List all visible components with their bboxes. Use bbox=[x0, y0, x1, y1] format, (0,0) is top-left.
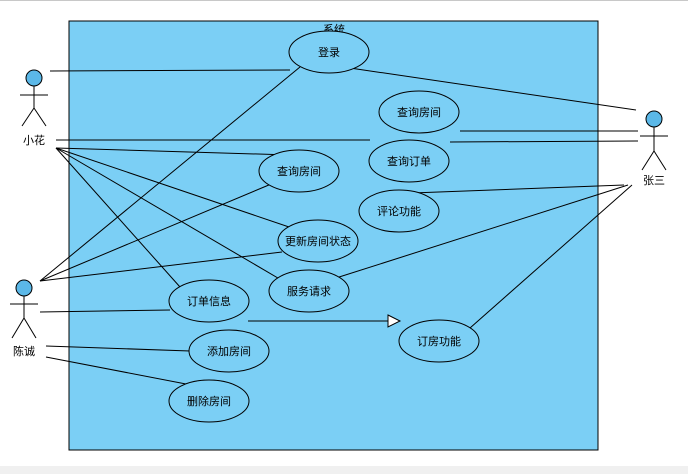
assoc-xiaohua-service bbox=[55, 147, 284, 282]
associations bbox=[39, 66, 639, 385]
use-case-label: 订房功能 bbox=[417, 334, 461, 348]
assoc-chencheng-login bbox=[39, 66, 301, 282]
use-case-query-room-2[interactable]: 查询房间 bbox=[258, 149, 340, 193]
assoc-chencheng-order-info bbox=[39, 309, 171, 313]
use-case-label: 查询房间 bbox=[397, 105, 441, 119]
actor-chencheng[interactable] bbox=[10, 279, 38, 339]
use-case-label: 登录 bbox=[318, 45, 340, 59]
use-case-book-room[interactable]: 订房功能 bbox=[398, 319, 480, 363]
actor-head-icon bbox=[15, 279, 33, 297]
use-case-login[interactable]: 登录 bbox=[288, 30, 370, 74]
use-case-label: 查询房间 bbox=[277, 164, 321, 178]
assoc-chencheng-update-status bbox=[39, 251, 283, 282]
actor-name-zhangsan: 张三 bbox=[643, 174, 665, 187]
use-case-label: 添加房间 bbox=[207, 344, 251, 358]
use-case-update-room-status[interactable]: 更新房间状态 bbox=[277, 219, 359, 263]
use-case-label: 删除房间 bbox=[187, 394, 231, 408]
actor-zhangsan[interactable] bbox=[640, 110, 668, 171]
assoc-zhangsan-service bbox=[335, 184, 629, 279]
use-case-label: 服务请求 bbox=[287, 285, 331, 298]
use-case-label: 订单信息 bbox=[187, 294, 231, 308]
use-case-order-info[interactable]: 订单信息 bbox=[168, 279, 250, 323]
use-case-label: 评论功能 bbox=[377, 204, 421, 218]
assoc-zhangsan-review bbox=[411, 184, 625, 194]
generalization-arrowhead bbox=[387, 314, 402, 328]
assoc-chencheng-add-room bbox=[45, 345, 191, 352]
assoc-chencheng-query-room bbox=[39, 181, 277, 282]
use-case-label: 更新房间状态 bbox=[285, 234, 351, 248]
actor-name-xiaohua: 小花 bbox=[23, 134, 45, 147]
assoc-xiaohua-order-info bbox=[55, 147, 181, 288]
use-case-label: 查询订单 bbox=[387, 154, 431, 168]
actor-head-icon bbox=[25, 69, 43, 87]
assoc-zhangsan-login bbox=[349, 67, 637, 111]
use-case-add-room[interactable]: 添加房间 bbox=[188, 329, 270, 373]
assoc-zhangsan-query-order bbox=[449, 140, 639, 143]
assoc-chencheng-delete-room bbox=[45, 356, 187, 385]
assoc-xiaohua-query-room bbox=[55, 147, 291, 156]
actor-head-icon bbox=[645, 110, 663, 128]
assoc-xiaohua-update-status bbox=[55, 147, 293, 229]
use-case-review[interactable]: 评论功能 bbox=[358, 189, 440, 233]
actor-name-chencheng: 陈诚 bbox=[13, 344, 35, 358]
use-case-query-room-1[interactable]: 查询房间 bbox=[378, 90, 460, 134]
window-bottom-bar bbox=[0, 466, 688, 474]
use-case-query-order[interactable]: 查询订单 bbox=[368, 139, 450, 183]
assoc-xiaohua-login bbox=[49, 69, 291, 72]
actor-xiaohua[interactable] bbox=[20, 69, 48, 127]
use-case-service-request[interactable]: 服务请求 bbox=[268, 269, 350, 313]
window-top-border bbox=[0, 0, 688, 1]
use-case-delete-room[interactable]: 删除房间 bbox=[168, 379, 250, 423]
assoc-zhangsan-book-room bbox=[469, 184, 633, 329]
